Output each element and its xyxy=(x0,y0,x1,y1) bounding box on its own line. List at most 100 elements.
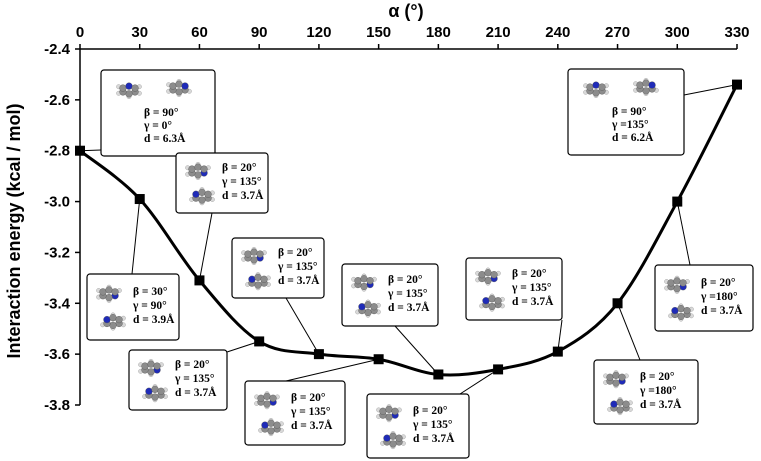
carbon-atom xyxy=(257,394,265,402)
nitrogen-atom xyxy=(103,315,111,324)
y-tick-label: -3.8 xyxy=(44,397,70,414)
annotation-text-line: d = 3.7Å xyxy=(175,385,217,399)
data-point-marker xyxy=(194,275,205,286)
annotation-box: β = 20° γ = 135°d = 3.7Å xyxy=(128,349,228,411)
x-tick-label: 330 xyxy=(724,24,749,41)
y-tick-label: -2.4 xyxy=(44,41,71,58)
y-tick-label: -2.8 xyxy=(44,143,70,160)
nitrogen-atom xyxy=(125,82,133,90)
carbon-atom xyxy=(125,90,133,98)
data-point-marker xyxy=(552,346,563,357)
carbon-atom xyxy=(618,373,626,381)
annotation-leader-line xyxy=(617,303,641,361)
annotation-box: β = 90°γ = 0°d = 6.3Å xyxy=(100,69,216,157)
annotation-text-line: β = 20° xyxy=(222,162,257,174)
carbon-atom xyxy=(488,295,496,303)
molecule-icon xyxy=(376,404,402,423)
carbon-atom xyxy=(267,419,275,427)
carbon-atom xyxy=(679,279,687,287)
carbon-atom xyxy=(642,79,650,87)
molecule-icon xyxy=(351,273,377,292)
molecule-icon xyxy=(185,161,211,181)
molecule-icon xyxy=(138,358,164,377)
carbon-atom xyxy=(667,279,675,287)
carbon-atom xyxy=(175,80,183,88)
molecule-icon xyxy=(583,81,609,99)
molecule-icon xyxy=(116,82,142,100)
carbon-atom xyxy=(250,248,258,256)
annotation-text-line: d = 3.9Å xyxy=(133,312,175,326)
carbon-atom xyxy=(592,89,600,97)
annotation-text-line: β = 90° xyxy=(612,106,647,118)
carbon-atom xyxy=(244,250,252,258)
carbon-atom xyxy=(260,275,268,283)
annotation-text-line: d = 3.7Å xyxy=(278,273,320,287)
nitrogen-atom xyxy=(248,275,256,283)
molecule-icon xyxy=(142,384,168,403)
x-tick-label: 300 xyxy=(665,24,690,41)
annotation-text-line: d = 3.7Å xyxy=(413,431,455,445)
nitrogen-atom xyxy=(192,190,200,198)
annotation-text-line: γ = 0° xyxy=(143,120,172,132)
annotation-text-line: γ =135° xyxy=(611,119,649,131)
molecule-icon xyxy=(668,303,694,322)
molecule-icon xyxy=(355,299,381,318)
annotation-leader-line xyxy=(285,358,379,382)
molecule-icon xyxy=(380,431,406,450)
annotation-leader-line xyxy=(285,297,320,355)
annotation-text-line: β = 20° xyxy=(413,405,448,417)
carbon-atom xyxy=(488,302,496,311)
x-axis-title: α (°) xyxy=(388,1,423,21)
carbon-atom xyxy=(250,256,258,264)
nitrogen-atom xyxy=(648,81,656,89)
annotation-text-line: d = 3.7Å xyxy=(388,300,430,314)
annotation-text-line: d = 3.7Å xyxy=(701,303,743,317)
carbon-atom xyxy=(115,315,123,324)
carbon-atom xyxy=(598,83,606,91)
carbon-atom xyxy=(151,393,159,401)
annotation-box: β = 20°γ = 135°d = 3.7Å xyxy=(175,152,269,214)
carbon-atom xyxy=(389,432,397,440)
y-axis-title: Interaction energy (kcal / mol) xyxy=(4,103,24,358)
annotation-text-line: γ = 135° xyxy=(221,176,262,188)
annotation-box: β = 20° γ = 135°d = 3.7Å xyxy=(231,237,325,299)
carbon-atom xyxy=(642,87,650,95)
data-markers xyxy=(75,79,742,380)
carbon-atom xyxy=(194,171,202,179)
carbon-atom xyxy=(370,303,378,311)
carbon-atom xyxy=(109,321,117,329)
molecule-icon xyxy=(607,397,633,416)
carbon-atom xyxy=(478,271,486,279)
annotation-text-line: β = 20° xyxy=(278,247,313,259)
annotation-text-line: β = 20° xyxy=(175,359,210,371)
carbon-atom xyxy=(263,400,271,408)
data-point-marker xyxy=(134,194,145,205)
nitrogen-atom xyxy=(671,306,679,315)
nitrogen-atom xyxy=(145,387,153,395)
carbon-atom xyxy=(616,406,624,414)
annotation-text-line: γ = 135° xyxy=(387,288,428,300)
nitrogen-atom xyxy=(261,421,269,429)
data-point-marker xyxy=(672,196,683,207)
carbon-atom xyxy=(204,190,212,198)
annotation-box: β = 20°γ = 135°d = 3.7Å xyxy=(366,393,470,459)
data-point-marker xyxy=(493,364,504,375)
carbon-atom xyxy=(188,165,196,173)
carbon-atom xyxy=(622,400,630,408)
annotation-text-line: β = 30° xyxy=(133,286,168,298)
carbon-atom xyxy=(360,282,368,291)
x-tick-label: 150 xyxy=(366,24,391,41)
nitrogen-atom xyxy=(358,303,366,311)
nitrogen-atom xyxy=(610,400,618,408)
annotation-box: β = 20°γ = 135°d = 3.7Å xyxy=(465,257,563,321)
annotation-text-line: γ = 135° xyxy=(277,261,318,273)
annotation-text-line: γ = 135° xyxy=(174,373,215,385)
axes xyxy=(75,44,738,406)
carbon-atom xyxy=(151,385,159,393)
molecule-icon xyxy=(664,275,690,294)
molecule-icon xyxy=(100,312,126,331)
carbon-atom xyxy=(366,277,374,285)
x-tick-label: 90 xyxy=(251,24,268,41)
